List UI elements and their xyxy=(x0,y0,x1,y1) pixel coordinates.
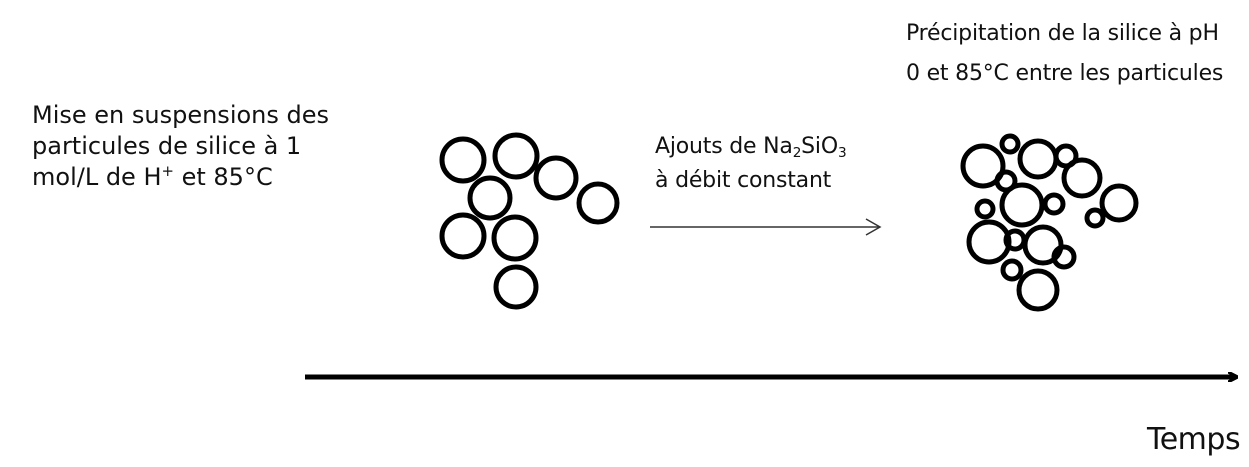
final-particle-cluster xyxy=(960,133,1139,312)
silica-particle xyxy=(966,219,1012,265)
initial-state-line-2: particules de silice à 1 xyxy=(32,132,302,161)
silica-particle xyxy=(491,214,539,262)
reaction-label-line-2: à débit constant xyxy=(655,168,832,193)
silica-particle xyxy=(439,136,487,184)
precipitate-particle xyxy=(974,198,996,220)
reaction-arrow-label: Ajouts de Na2SiO3 à débit constant xyxy=(655,130,847,198)
precipitate-particle xyxy=(1003,228,1027,252)
final-state-line-1: Précipitation de la silice à pH xyxy=(906,21,1219,46)
initial-particle-cluster xyxy=(439,132,620,310)
silica-particle xyxy=(533,155,579,201)
precipitate-particle xyxy=(1051,244,1077,270)
silica-particle xyxy=(467,175,513,221)
silica-particle xyxy=(1099,183,1139,223)
silica-particle xyxy=(493,264,539,310)
silica-particle xyxy=(960,143,1006,189)
precipitate-particle xyxy=(1053,143,1079,169)
final-state-line-2: 0 et 85°C entre les particules xyxy=(906,61,1224,86)
silica-particle xyxy=(1017,138,1059,180)
precipitate-particle xyxy=(999,133,1021,155)
silica-particle xyxy=(999,182,1045,228)
silica-particle xyxy=(1061,157,1103,199)
final-state-description: Précipitation de la silice à pH 0 et 85°… xyxy=(906,14,1223,94)
silica-particle xyxy=(576,181,620,225)
precipitate-particle xyxy=(1084,207,1106,229)
precipitate-particle xyxy=(1000,258,1024,282)
silica-particle xyxy=(439,212,487,260)
silica-particle xyxy=(1016,268,1060,312)
initial-state-line-1: Mise en suspensions des xyxy=(32,101,330,129)
initial-state-line-3: mol/L de H+ et 85°C xyxy=(32,162,273,192)
reaction-label-line-1: Ajouts de Na2SiO3 xyxy=(655,134,847,162)
reaction-arrow xyxy=(650,218,882,236)
precipitate-particle xyxy=(994,169,1018,193)
initial-state-description: Mise en suspensions des particules de si… xyxy=(32,100,400,194)
time-axis-label: Temps xyxy=(1147,422,1241,457)
precipitate-particle xyxy=(1042,192,1066,216)
silica-particle xyxy=(492,132,540,180)
